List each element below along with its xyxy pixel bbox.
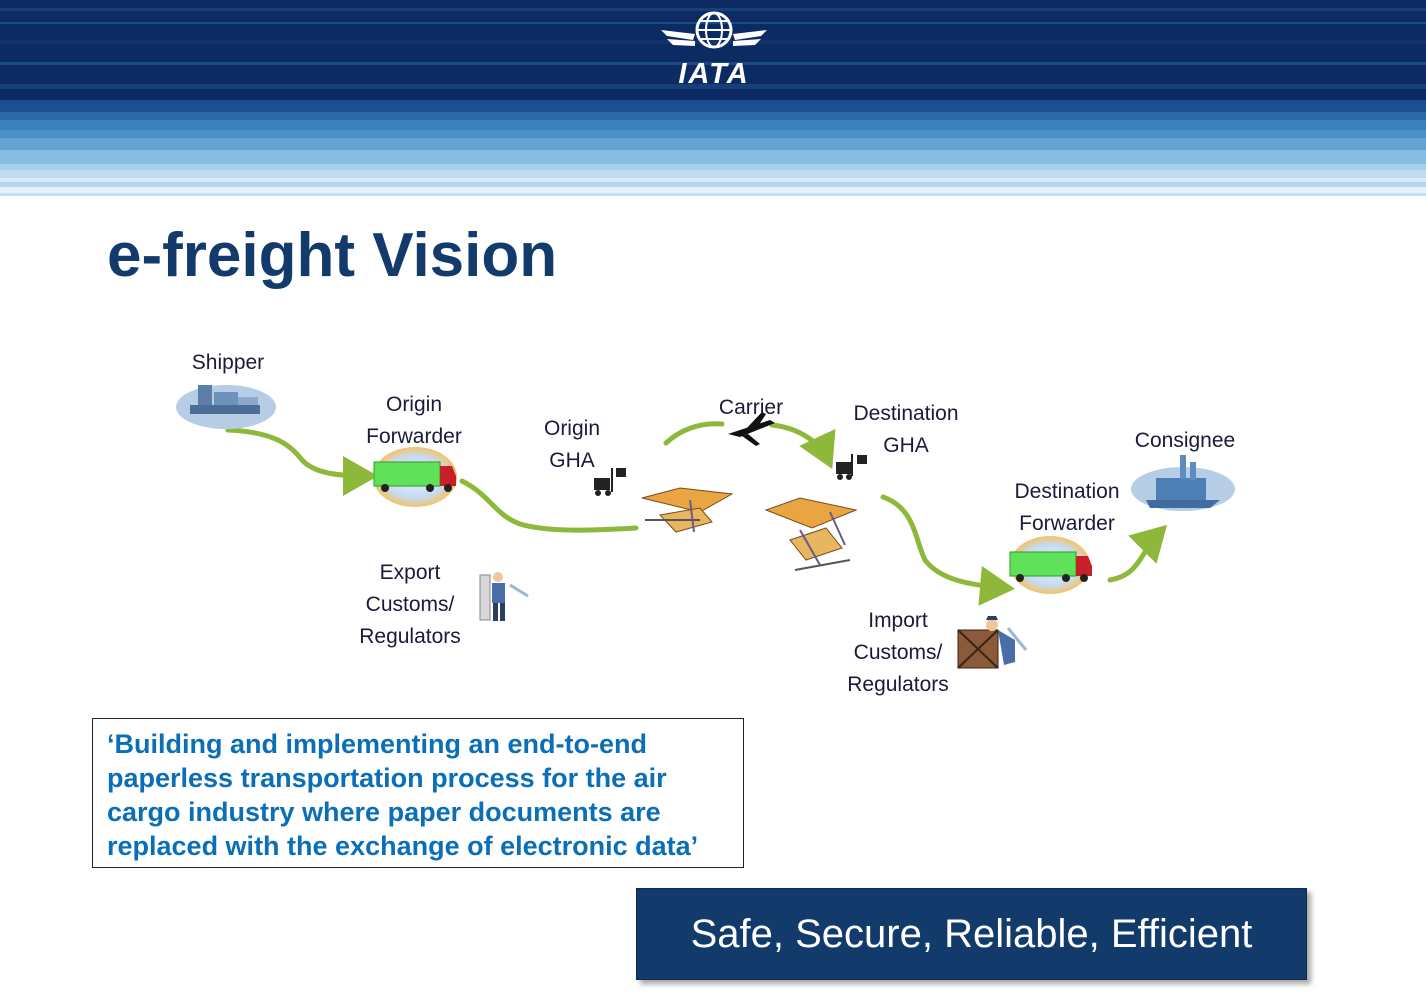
logo-text: IATA <box>678 58 750 90</box>
forklift-icon <box>594 468 626 496</box>
label-carrier: Carrier <box>718 396 784 419</box>
truck-icon <box>1009 536 1092 594</box>
slide-title: e-freight Vision <box>107 221 558 290</box>
arrow-forwarder-to-gha <box>459 478 639 533</box>
iata-logo: IATA <box>655 6 773 90</box>
factory-icon <box>1131 455 1235 511</box>
arrow-shipper-to-forwarder <box>225 427 378 496</box>
arrow-carrier-to-dest-gha <box>769 422 836 470</box>
slogan-banner: Safe, Secure, Reliable, Efficient <box>636 888 1307 980</box>
warehouse-icon <box>764 497 858 571</box>
customs-officer-icon <box>479 572 529 621</box>
warehouse-icon <box>641 487 734 533</box>
arrow-forwarder-to-consignee <box>1107 524 1168 583</box>
globe-wings-logo-icon <box>661 11 767 49</box>
crate-inspector-icon <box>957 616 1028 669</box>
label-origin-gha: Origin GHA <box>543 417 601 472</box>
label-consignee: Consignee <box>1134 429 1236 452</box>
label-destination-gha: Destination GHA <box>853 402 959 457</box>
flow-arrows <box>225 421 1168 606</box>
label-import-customs: Import Customs/ Regulators <box>847 609 949 696</box>
forklift-icon <box>836 454 867 480</box>
vision-quote-box: ‘Building and implementing an end-to-end… <box>92 718 744 868</box>
header-banner: IATA <box>0 0 1426 205</box>
quote-line: cargo industry where paper documents are <box>107 797 661 827</box>
quote-line: paperless transportation process for the… <box>107 763 667 793</box>
arrow-gha-to-carrier <box>663 421 725 446</box>
quote-line: replaced with the exchange of electronic… <box>107 831 699 861</box>
factory-icon <box>176 385 276 429</box>
arrow-gha-to-dest-forwarder <box>880 494 1015 606</box>
label-destination-forwarder: Destination Forwarder <box>1014 480 1120 535</box>
airplane-icon <box>728 412 775 446</box>
quote-line: ‘Building and implementing an end-to-end <box>107 729 647 759</box>
label-origin-forwarder: Origin Forwarder <box>366 393 462 448</box>
label-shipper: Shipper <box>191 351 265 374</box>
truck-icon <box>373 447 457 507</box>
label-export-customs: Export Customs/ Regulators <box>359 561 461 648</box>
